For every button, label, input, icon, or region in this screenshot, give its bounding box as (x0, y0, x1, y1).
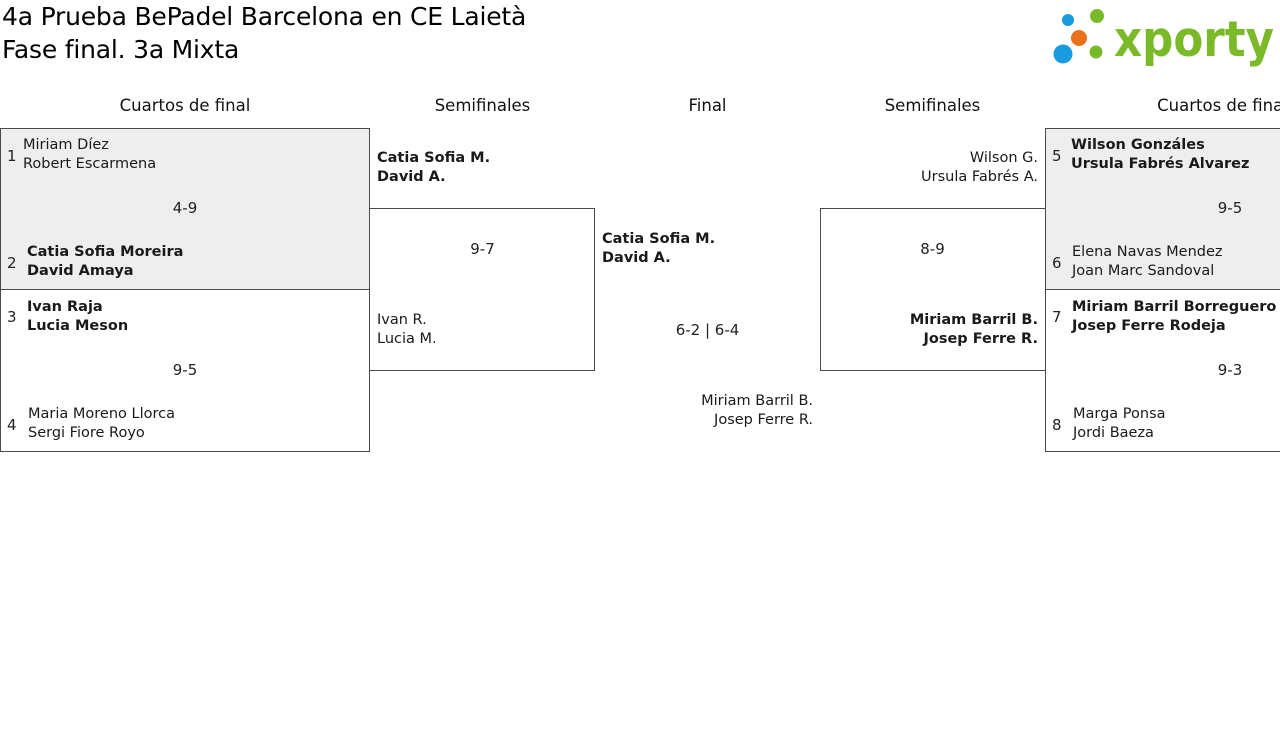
xporty-logo[interactable]: xporty (1052, 4, 1280, 68)
match-score: 9-5 (172, 361, 198, 379)
quarterfinal-match-1[interactable] (0, 128, 370, 290)
team-player: Sergi Fiore Royo (28, 425, 145, 441)
team-player: Marga Ponsa (1073, 406, 1166, 422)
quarterfinal-match-4[interactable] (1045, 289, 1280, 452)
logo-dot-green (1090, 9, 1104, 23)
logo-wordmark: xporty (1114, 11, 1274, 68)
logo-dot-blue-large (1053, 44, 1073, 64)
team-player-winner: Catia Sofia Moreira (27, 244, 184, 260)
team-player: Josep Ferre R. (714, 412, 813, 428)
match-score: 8-9 (920, 240, 945, 258)
final-score: 6-2 | 6-4 (675, 321, 740, 339)
seed-number: 1 (7, 147, 17, 165)
team-player-winner: Josep Ferre R. (923, 331, 1038, 347)
seed-number: 7 (1052, 308, 1062, 326)
team-player-winner: Catia Sofia M. (377, 150, 491, 166)
match-score: 9-3 (1217, 361, 1243, 379)
seed-number: 3 (7, 308, 17, 326)
team-player-winner: Ursula Fabrés Alvarez (1071, 156, 1250, 172)
header-semifinals-left: Semifinales (434, 96, 531, 115)
team-player-winner: Miriam Barril Borreguero (1072, 299, 1277, 315)
team-player: Robert Escarmena (23, 156, 157, 172)
header-quarterfinals-left: Cuartos de final (119, 96, 251, 115)
logo-dot-green-small (1089, 45, 1103, 59)
page-subtitle: Fase final. 3a Mixta (2, 35, 240, 64)
header-semifinals-right: Semifinales (884, 96, 981, 115)
team-player: Joan Marc Sandoval (1072, 263, 1215, 279)
team-player: Ivan R. (377, 312, 427, 328)
logo-dot-orange (1071, 30, 1087, 46)
team-player: Elena Navas Mendez (1072, 244, 1223, 260)
team-player-winner: Catia Sofia M. (602, 231, 716, 247)
team-player-winner: Wilson Gonzáles (1071, 137, 1205, 153)
header-quarterfinals-right: Cuartos de final (1157, 96, 1280, 115)
team-player: Lucia M. (377, 331, 437, 347)
team-player: Jordi Baeza (1073, 425, 1154, 441)
team-player-winner: Lucia Meson (27, 318, 129, 334)
team-player-winner: David Amaya (27, 263, 134, 279)
logo-dot-blue (1062, 14, 1074, 26)
semifinal-match-1[interactable] (369, 208, 595, 371)
seed-number: 8 (1052, 416, 1062, 434)
seed-number: 4 (7, 416, 17, 434)
team-player-winner: David A. (377, 169, 446, 185)
match-score: 9-5 (1217, 199, 1243, 217)
page-title: 4a Prueba BePadel Barcelona en CE Laietà (2, 2, 527, 31)
team-player-winner: Ivan Raja (27, 299, 103, 315)
seed-number: 2 (7, 254, 17, 272)
match-score: 9-7 (470, 240, 495, 258)
seed-number: 6 (1052, 254, 1062, 272)
match-score: 4-9 (172, 199, 198, 217)
team-player-winner: Josep Ferre Rodeja (1072, 318, 1226, 334)
quarterfinal-match-3[interactable] (1045, 128, 1280, 290)
team-player: Ursula Fabrés A. (921, 169, 1038, 185)
team-player: Maria Moreno Llorca (28, 406, 175, 422)
team-player: Wilson G. (969, 150, 1038, 166)
team-player: Miriam Barril B. (701, 393, 813, 409)
seed-number: 5 (1052, 147, 1062, 165)
header-final: Final (688, 96, 727, 115)
team-player: Miriam Díez (23, 137, 109, 153)
team-player-winner: Miriam Barril B. (909, 312, 1038, 328)
team-player-winner: David A. (602, 250, 671, 266)
